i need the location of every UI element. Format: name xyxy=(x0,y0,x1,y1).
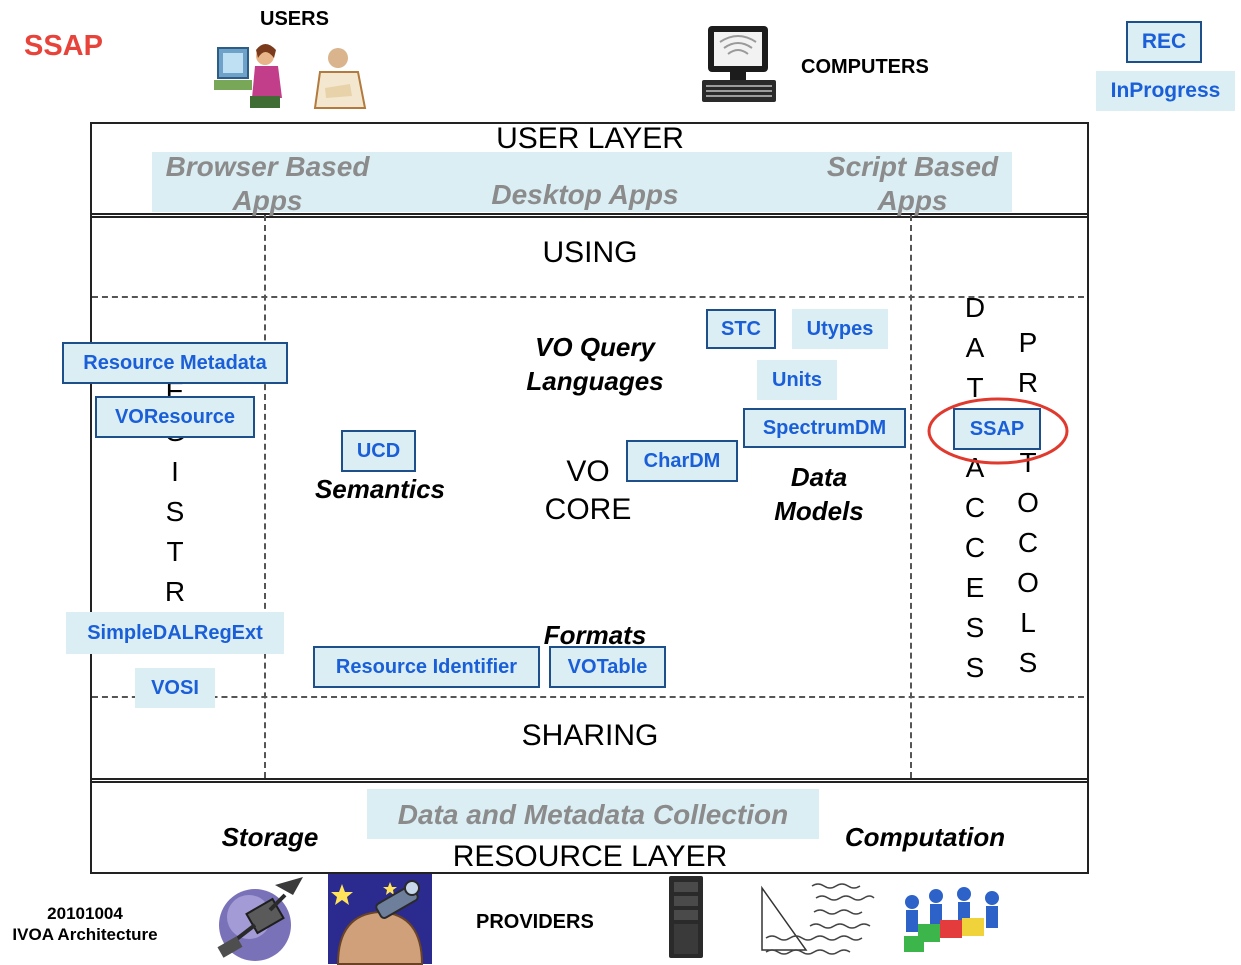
vo-core-line2: CORE xyxy=(544,493,632,526)
script-apps-line2: Apps xyxy=(877,185,948,216)
registry-letter: T xyxy=(166,536,184,567)
desktop-apps: Desktop Apps xyxy=(491,179,679,210)
access-letter: S xyxy=(965,652,985,683)
legend-rec: REC xyxy=(1126,21,1202,63)
access-letter: C xyxy=(964,492,986,523)
standard-votable: VOTable xyxy=(549,646,666,688)
registry-letter: S xyxy=(165,496,185,527)
computers-label: COMPUTERS xyxy=(801,56,929,78)
diagram-title: SSAP xyxy=(24,30,103,62)
ssap-highlight-ring xyxy=(927,397,1069,465)
using-label: USING xyxy=(542,236,638,269)
protocols-letter: S xyxy=(1018,647,1038,678)
standard-chardm: CharDM xyxy=(626,440,738,482)
sharing-label: SHARING xyxy=(521,719,659,752)
storage-label: Storage xyxy=(221,822,319,852)
standard-units: Units xyxy=(757,360,837,400)
access-letter: E xyxy=(965,572,985,603)
registry-divider xyxy=(264,215,266,778)
user-layer-frame xyxy=(90,122,1089,218)
math-notes-icon xyxy=(761,883,875,955)
browser-apps-line2: Apps xyxy=(232,185,303,216)
footer-date: 20101004 xyxy=(47,904,123,923)
users-clipart-icon xyxy=(214,44,367,109)
standard-simpledalregext: SimpleDALRegExt xyxy=(66,612,284,654)
resource-layer-title: RESOURCE LAYER xyxy=(452,840,728,873)
collection-band xyxy=(367,789,819,839)
resource-layer-frame xyxy=(90,778,1089,874)
user-layer-title: USER LAYER xyxy=(496,122,684,155)
protocols-letter: L xyxy=(1020,607,1036,638)
protocols-letter: C xyxy=(1017,527,1039,558)
footer-architecture: IVOA Architecture xyxy=(12,925,158,944)
protocols-vertical-label: P R O T O C O L S xyxy=(1013,323,1043,683)
vo-query-line2: Languages xyxy=(526,366,664,396)
protocols-letter: O xyxy=(1017,567,1039,598)
protocols-letter: P xyxy=(1018,327,1038,358)
standard-ssap: SSAP xyxy=(953,408,1041,450)
browser-apps-line1: Browser Based xyxy=(165,151,370,182)
registry-letter: I xyxy=(171,456,179,487)
semantics-label: Semantics xyxy=(314,474,446,504)
standard-ucd: UCD xyxy=(341,430,416,472)
formats-label: Formats xyxy=(543,620,647,650)
computation-label: Computation xyxy=(844,822,1006,852)
data-models-line1: Data xyxy=(790,462,848,492)
data-models-line2: Models xyxy=(774,496,864,526)
standard-stc: STC xyxy=(706,309,776,349)
using-divider xyxy=(92,296,1084,298)
standard-resource-identifier: Resource Identifier xyxy=(313,646,540,688)
protocols-divider xyxy=(910,215,912,778)
legend-in-progress: InProgress xyxy=(1096,71,1235,111)
data-letter: A xyxy=(965,332,985,363)
script-apps-line1: Script Based xyxy=(826,151,999,182)
computer-icon xyxy=(702,26,776,102)
data-metadata-collection: Data and Metadata Collection xyxy=(397,799,789,830)
data-access-vertical-label: D A T A A C C E S S xyxy=(960,288,990,688)
access-letter: C xyxy=(964,532,986,563)
protocols-letter: T xyxy=(1019,447,1037,478)
core-frame xyxy=(90,213,1089,783)
observatory-icon xyxy=(328,874,432,965)
standard-resource-metadata: Resource Metadata xyxy=(62,342,288,384)
standard-spectrumdm: SpectrumDM xyxy=(743,408,906,448)
protocols-letter: R xyxy=(1017,367,1039,398)
protocols-letter: O xyxy=(1017,487,1039,518)
data-letter: T xyxy=(966,372,984,403)
vo-query-line1: VO Query xyxy=(535,332,655,362)
users-label: USERS xyxy=(260,8,329,30)
standard-utypes: Utypes xyxy=(792,309,888,349)
teamwork-puzzle-icon xyxy=(904,887,999,952)
apps-band xyxy=(152,152,1012,212)
data-letter: D xyxy=(964,292,986,323)
vo-core-line1: VO xyxy=(566,455,610,488)
server-icon xyxy=(669,876,703,958)
sharing-divider xyxy=(92,696,1084,698)
access-letter: S xyxy=(965,612,985,643)
registry-letter: R xyxy=(164,576,186,607)
satellite-icon xyxy=(217,877,303,961)
standard-voresource: VOResource xyxy=(95,396,255,438)
providers-label: PROVIDERS xyxy=(476,911,594,933)
standard-vosi: VOSI xyxy=(135,668,215,708)
